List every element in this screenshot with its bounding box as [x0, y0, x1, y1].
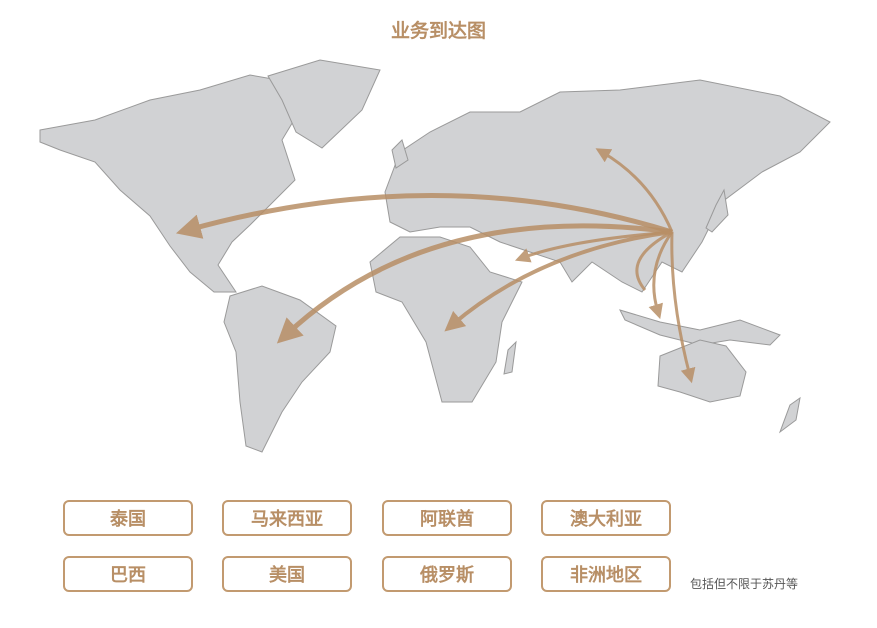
destination-australia: 澳大利亚	[541, 500, 671, 536]
japan	[705, 188, 729, 233]
destination-malaysia: 马来西亚	[222, 500, 352, 536]
page-title: 业务到达图	[390, 20, 486, 42]
destination-usa: 美国	[222, 556, 352, 592]
route-arrows	[175, 148, 696, 384]
destination-russia: 俄罗斯	[382, 556, 512, 592]
australia	[657, 339, 747, 403]
arrow-malaysia	[648, 231, 674, 320]
new-zealand	[778, 396, 801, 434]
arrow-brazil	[276, 223, 673, 344]
arrow-africa	[444, 230, 673, 332]
destination-africa: 非洲地区	[541, 556, 671, 592]
uk	[391, 139, 409, 169]
madagascar	[503, 340, 517, 375]
destination-thailand: 泰国	[63, 500, 193, 536]
greenland	[267, 59, 381, 149]
destination-brazil: 巴西	[63, 556, 193, 592]
footnote: 包括但不限于苏丹等	[690, 577, 799, 591]
arrow-uae	[514, 230, 673, 263]
south-america	[223, 285, 337, 453]
arrow-usa	[175, 193, 673, 239]
arrow-russia	[595, 148, 674, 233]
arrow-australia	[670, 231, 696, 384]
indonesia	[619, 309, 781, 346]
continents	[39, 59, 831, 453]
north-america	[39, 74, 301, 293]
destination-uae: 阿联酋	[382, 500, 512, 536]
arrow-thailand	[635, 230, 673, 291]
